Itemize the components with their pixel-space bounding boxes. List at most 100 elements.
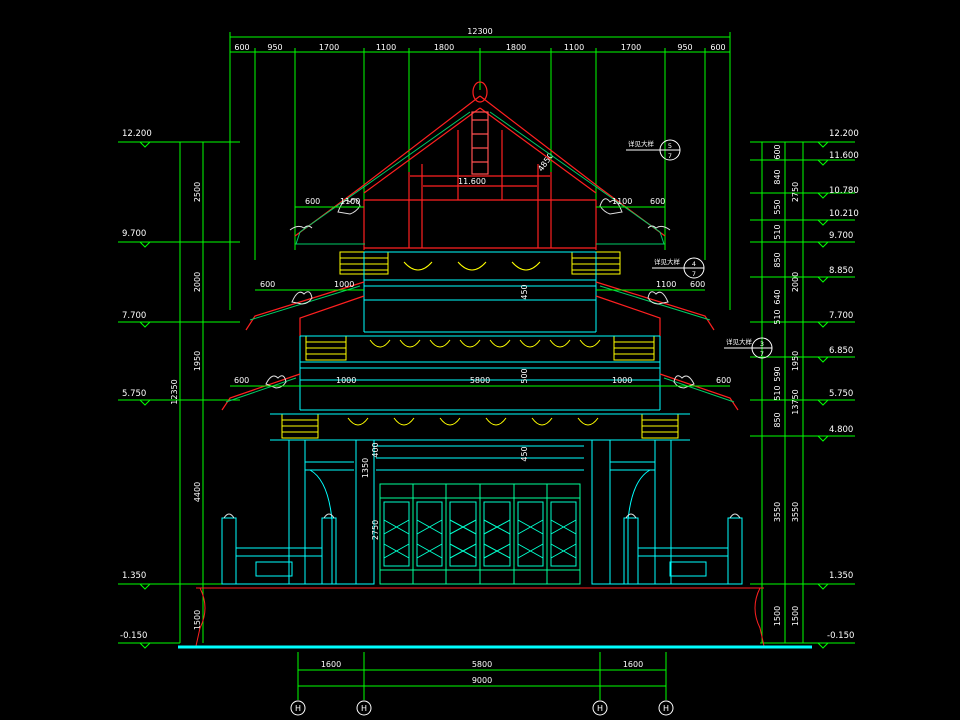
left-level-lines [118,141,240,649]
upper-roof-dim-l2: 1100 [340,197,360,206]
right-mid-1: 2750 [791,182,800,202]
rafter-length-label: 4850 [536,151,555,173]
column-dim-a: 400 [371,442,380,457]
middle-roof-dim-r1: 1100 [656,280,676,289]
ground-storey-450: 450 [520,446,529,461]
callout-1-text: 详见大样 [628,139,655,148]
right-dim-7: 510 [773,309,782,324]
left-level-labels: 12.200 9.700 7.700 5.750 1.350 -0.150 [120,129,152,641]
left-level-1: 12.200 [122,129,152,139]
top-seg-10: 600 [710,43,725,52]
left-level-6: -0.150 [120,631,147,641]
balustrade-left [221,513,356,585]
left-level-4: 5.750 [122,389,146,399]
lower-eave-ornaments [265,375,695,389]
middle-eave-ornaments [291,291,669,305]
right-mid-5: 1500 [791,606,800,626]
right-level-2: 11.600 [829,151,859,161]
upper-roof-dim-r2: 600 [650,197,665,206]
lower-roof-dim-c: 5800 [470,376,490,385]
axis-bubble-3 [592,700,608,716]
top-roof-tiles [295,111,665,245]
lower-roof-dim-r2: 600 [716,376,731,385]
right-level-3: 10.780 [829,186,859,196]
callout-3-sheet: 7 [760,350,764,358]
bottom-seg-2: 5800 [472,660,492,669]
grid-axes: H H H H [290,700,674,716]
right-dim-3: 550 [773,199,782,214]
detail-callout-1: 详见大样 5 7 [626,139,681,161]
left-level-2: 9.700 [122,229,146,239]
middle-storey [299,335,661,411]
right-level-7: 7.700 [829,311,853,321]
detail-callout-3: 详见大样 3 7 [724,337,773,359]
right-level-6: 8.850 [829,266,853,276]
right-level-9: 5.750 [829,389,853,399]
right-dim-10: 850 [773,412,782,427]
left-level-markers [139,141,151,649]
callout-3-num: 3 [760,340,764,348]
right-dim-5: 850 [773,252,782,267]
right-level-8: 6.850 [829,346,853,356]
callout-1-sheet: 7 [668,152,672,160]
axis-label-2: H [361,704,367,713]
left-level-3: 7.700 [122,311,146,321]
top-segment-labels: 600 950 1700 1100 1800 1800 1100 1700 95… [234,43,725,52]
callout-2-num: 4 [692,260,696,268]
middle-storey-500: 500 [520,368,529,383]
top-eave-ornaments [289,198,671,231]
lower-roof-tiles [225,377,735,403]
right-mid-3: 1950 [791,351,800,371]
right-dim-4: 510 [773,224,782,239]
lattice-doors [379,483,581,585]
detail-callout-2: 详见大样 4 7 [652,257,705,279]
lower-roof [221,373,739,411]
upper-roof-dim-l1: 600 [305,197,320,206]
right-level-1: 12.200 [829,129,859,139]
right-dim-6: 640 [773,289,782,304]
balustrade-right [610,513,743,585]
right-dim-12: 1500 [773,606,782,626]
platform [178,587,812,649]
axis-label-4: H [663,704,669,713]
right-level-12: -0.150 [827,631,854,641]
top-seg-9: 950 [677,43,692,52]
upper-storey-450: 450 [520,284,529,299]
axis-bubble-1 [290,700,306,716]
left-dim-2: 2000 [193,272,202,292]
middle-roof-dim-r2: 600 [690,280,705,289]
left-dim-4: 4400 [193,482,202,502]
right-dim-11: 3550 [773,502,782,522]
left-dim-overall: 12350 [170,379,179,404]
right-level-lines [750,141,855,649]
right-level-11: 1.350 [829,571,853,581]
top-seg-6: 1800 [506,43,526,52]
lower-roof-dim-r1: 1000 [612,376,632,385]
callout-2-sheet: 7 [692,270,696,278]
middle-roof [245,281,715,336]
top-seg-3: 1700 [319,43,339,52]
right-level-4: 10.210 [829,209,859,219]
ridge-finial [471,81,489,175]
bottom-seg-1: 1600 [321,660,341,669]
top-seg-7: 1100 [564,43,584,52]
middle-roof-dim-l2: 1000 [334,280,354,289]
bottom-overall: 9000 [472,676,492,685]
upper-roof-dim-r1: 1100 [612,197,632,206]
left-dim-3: 1950 [193,351,202,371]
top-seg-1: 600 [234,43,249,52]
middle-roof-tiles [249,285,711,321]
right-mid-4: 3550 [791,502,800,522]
right-dim-overall: 13750 [791,389,800,414]
right-dimension-labels: 600 840 550 510 850 640 510 590 510 850 … [773,144,800,626]
left-dim-5: 1500 [193,610,202,630]
left-level-5: 1.350 [122,571,146,581]
right-level-5: 9.700 [829,231,853,241]
upper-storey [363,251,597,333]
top-dimension-ticks [229,32,731,310]
right-level-labels: 12.200 11.600 10.780 10.210 9.700 8.850 … [827,129,859,641]
top-seg-4: 1100 [376,43,396,52]
top-roof [294,95,666,250]
callout-3-text: 详见大样 [726,337,753,346]
top-seg-8: 1700 [621,43,641,52]
